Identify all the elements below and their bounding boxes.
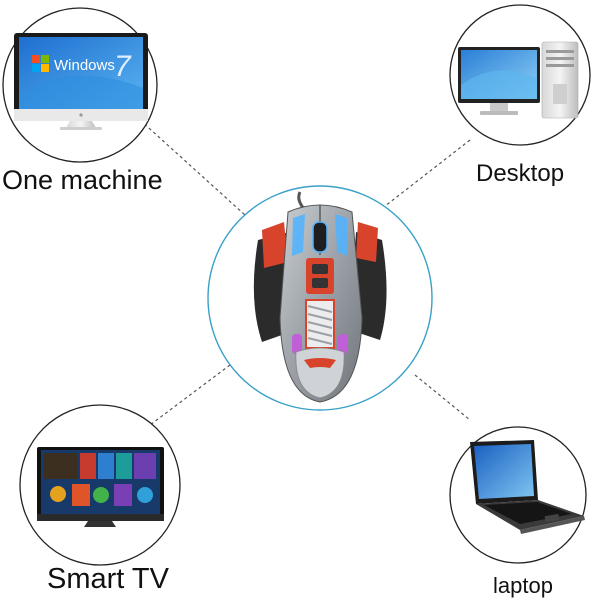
screen-windows-text: Windows — [54, 57, 115, 74]
label-one-machine: One machine — [2, 165, 163, 195]
label-laptop: laptop — [493, 573, 553, 598]
connector-top-right — [379, 139, 471, 211]
gaming-mouse-icon — [253, 191, 387, 403]
label-desktop: Desktop — [476, 160, 565, 187]
all-in-one-pc-icon: Windows 7 — [14, 33, 148, 130]
smart-tv-icon — [37, 447, 164, 527]
connector-bottom-right — [414, 374, 471, 421]
screen-windows-badge: 7 — [114, 50, 132, 83]
label-smart-tv: Smart TV — [47, 563, 169, 595]
laptop-icon — [470, 440, 585, 534]
desktop-computer-icon — [458, 41, 579, 119]
